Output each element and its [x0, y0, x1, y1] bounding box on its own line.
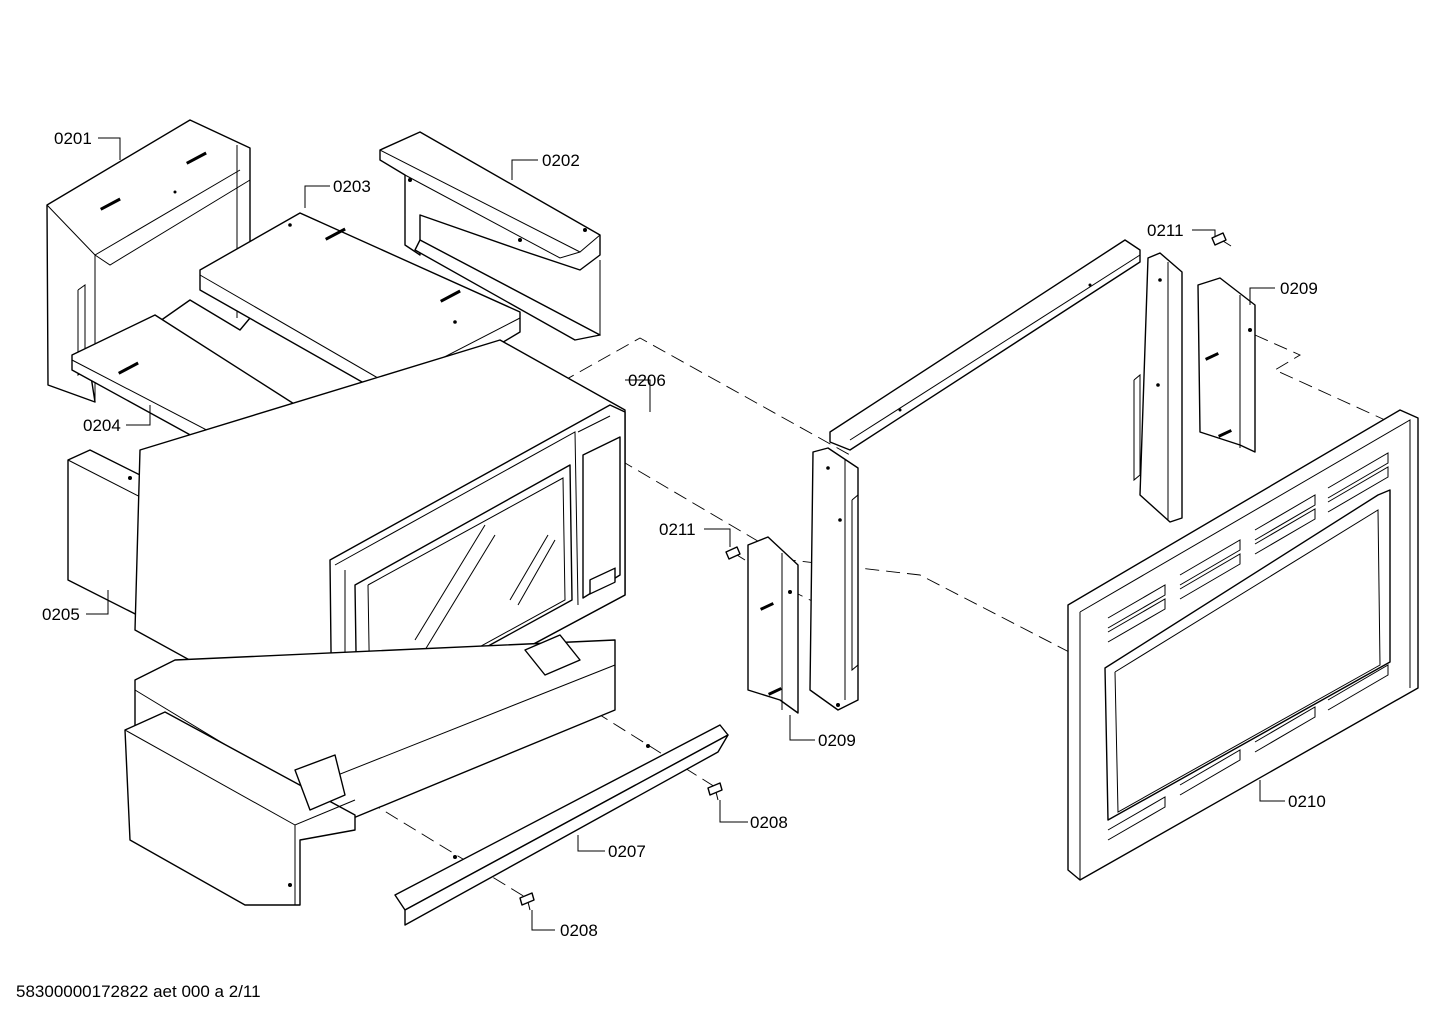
part-0208-screw-lower	[519, 892, 535, 911]
callout-0211-left: 0211	[659, 520, 696, 539]
callout-0202: 0202	[542, 151, 580, 170]
callout-0208-upper: 0208	[750, 813, 788, 832]
drawing-id: 58300000172822 aet 000 a 2/11	[16, 982, 261, 1001]
part-0208-screw-upper	[707, 782, 723, 801]
part-0209-bracket-right	[1197, 277, 1256, 453]
callout-0211-right: 0211	[1147, 221, 1184, 240]
part-top-rail	[829, 239, 1141, 451]
callout-0209-left: 0209	[818, 731, 856, 750]
callout-labels: 0201 0202 0203 0204 0205 0206 0207 0208 …	[42, 129, 1326, 940]
part-0211-screw-left	[725, 546, 746, 561]
vent-slots-lower	[1107, 664, 1389, 841]
part-support-rail-right	[1133, 252, 1183, 523]
callout-0208-lower: 0208	[560, 921, 598, 940]
callout-0209-right: 0209	[1280, 279, 1318, 298]
callout-0210: 0210	[1288, 792, 1326, 811]
callout-0205: 0205	[42, 605, 80, 624]
part-0211-screw-right	[1211, 232, 1232, 247]
part-base-frame	[124, 634, 616, 906]
callout-0206: 0206	[628, 371, 666, 390]
part-0207-trim-bar	[394, 724, 729, 926]
part-0201-side-cover	[46, 119, 251, 403]
part-0202-rear-cover	[379, 131, 601, 341]
callout-leaders	[86, 137, 1285, 931]
callout-0201: 0201	[54, 129, 92, 148]
part-0209-bracket-left	[747, 536, 799, 714]
callout-0203: 0203	[333, 177, 371, 196]
part-support-rail-left	[809, 447, 859, 711]
callout-0204: 0204	[83, 416, 121, 435]
part-0210-trim-frame	[1067, 409, 1419, 881]
callout-0207: 0207	[608, 842, 646, 861]
vent-slots-upper	[1107, 452, 1389, 643]
